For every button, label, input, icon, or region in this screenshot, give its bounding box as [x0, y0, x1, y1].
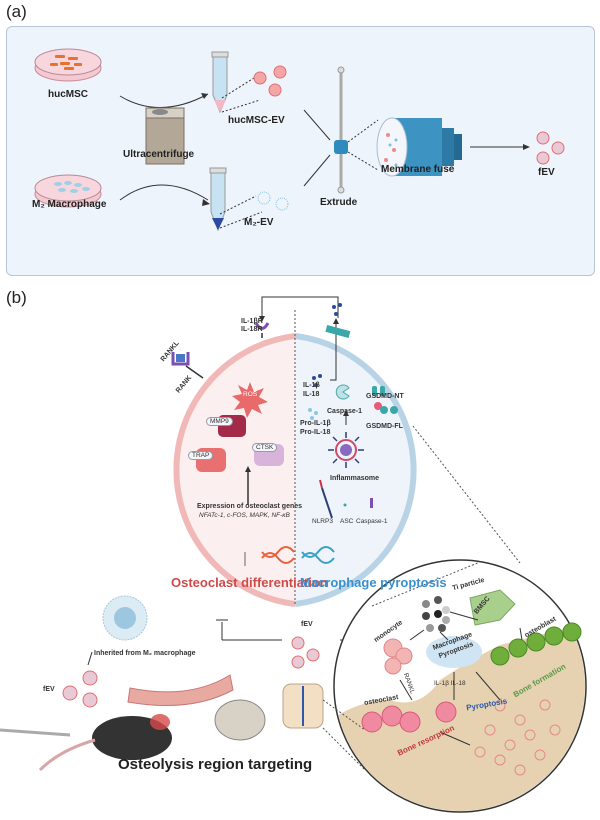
ti-particles [422, 596, 450, 632]
panel-a-box [6, 26, 595, 276]
asc-label: ASC [340, 518, 354, 525]
il-receptor-icon [254, 322, 270, 330]
membrane-fuse-icon [376, 117, 462, 177]
m2-ev-label: M₂-EV [244, 217, 274, 228]
osteoblast-cells [490, 622, 582, 666]
pro-il18-label: Pro-IL-18 [300, 429, 331, 436]
gsdmd-nt-label: GSDMD-NT [366, 393, 404, 400]
ultracentrifuge-icon [145, 107, 185, 165]
mmp9-label: MMP9 [206, 417, 233, 426]
inflammasome-icon [328, 432, 364, 468]
inherited-label: Inherited from M₂ macrophage [94, 650, 196, 657]
cell-circle [173, 310, 417, 607]
macrophage-pyroptosis-cloud [426, 636, 482, 668]
macrophage-pyroptosis-title: Macrophage pyroptosis [300, 575, 447, 590]
targeting-label: Osteolysis region targeting [118, 756, 313, 773]
ros-icon [232, 382, 268, 418]
tube-m2-ev [209, 167, 227, 232]
hucmsc-ev-particles [253, 65, 287, 97]
feedback-connector [261, 296, 339, 320]
tube-hucmsc-ev [211, 51, 229, 114]
nlrp3-label: NLRP3 [312, 518, 333, 525]
extrude-label: Extrude [320, 197, 358, 208]
hucmsc-label: hucMSC [48, 89, 88, 100]
dna-icon-macrophage [301, 546, 335, 564]
il1b-label: IL-1β [303, 382, 320, 389]
extruder-icon [334, 66, 348, 194]
fev-label-a: fEV [538, 167, 555, 178]
fev-particles-bone [474, 699, 561, 776]
gsdmd-fl-label: GSDMD-FL [366, 423, 403, 430]
bone-zoom-circle [333, 559, 587, 813]
gsdmd-icon [372, 386, 398, 414]
gene-list: NFATc-1, c-FOS, MAPK, NF-κB [199, 512, 290, 519]
syringe-icon [0, 728, 71, 737]
m2-macrophage-cell [102, 595, 148, 641]
cytokine-dots [312, 303, 342, 387]
petri-dish-hucmsc [34, 48, 102, 82]
il18-label: IL-18 [303, 391, 320, 398]
ros-label: ROS [243, 391, 258, 398]
panel-b-label: (b) [6, 288, 27, 307]
bmsc-cells [469, 589, 516, 626]
inflammasome-label: Inflammasome [330, 475, 380, 482]
panel-a-label: (a) [6, 2, 27, 21]
m2-macrophage-label: M₂ Macrophage [32, 199, 107, 210]
caspase-icon [335, 384, 350, 400]
fev-left-label: fEV [43, 686, 55, 693]
caspase1-component-label: Caspase-1 [356, 518, 388, 525]
cytokines-zoom-label: IL-1β IL-18 [434, 680, 466, 687]
trap-label: TRAP [188, 451, 214, 460]
petri-dish-macrophage [34, 174, 102, 208]
gene-expression-title: Expression of osteoclast genes [197, 503, 303, 510]
monocyte-cells [383, 638, 413, 675]
arrow-macrophage [119, 184, 209, 201]
fev-particles-a [536, 131, 565, 165]
blood-vessel-icon [127, 674, 234, 707]
ctsk-label: CTSK [252, 443, 278, 452]
hucmsc-ev-label: hucMSC-EV [228, 115, 285, 126]
gsdmd-pore-icon [325, 324, 351, 338]
dna-icon-osteoclast [261, 546, 295, 564]
m2-ev-particles [257, 191, 289, 211]
osteoclast-differentiation-title: Osteoclast differentiation [171, 575, 328, 590]
il1b-receptor-label: IL-1βR [241, 318, 263, 325]
fev-particles-left [62, 670, 98, 708]
osteoclast-cells [361, 701, 457, 733]
fev-center-label: fEV [301, 621, 313, 628]
il18-receptor-label: IL-18R [241, 326, 263, 333]
caspase1-label: Caspase-1 [327, 408, 363, 415]
membrane-fuse-label: Membrane fuse [381, 164, 455, 175]
ultracentrifuge-label: Ultracentrifuge [123, 149, 195, 160]
mouse-icon [38, 714, 172, 772]
fev-particles-center [291, 636, 320, 669]
skull-icon [214, 699, 266, 741]
rank-receptor-icon [171, 352, 204, 379]
arrow-hucmsc [119, 93, 209, 108]
pro-il1b-label: Pro-IL-1β [300, 420, 331, 427]
